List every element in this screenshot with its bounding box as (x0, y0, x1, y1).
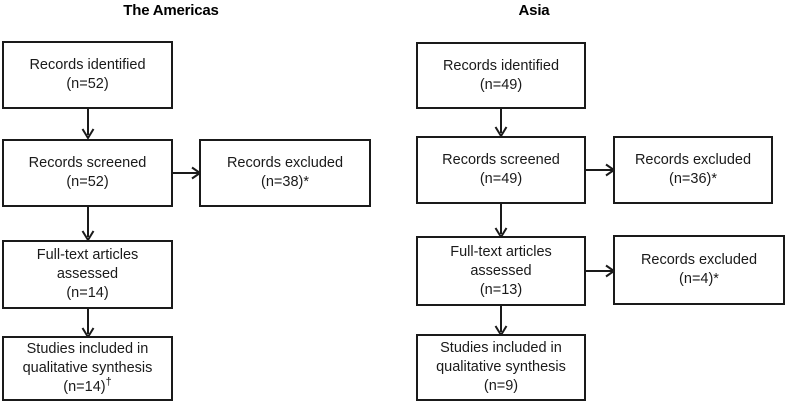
box-line: (n=49) (479, 171, 523, 187)
box-line: (n=9) (483, 378, 519, 394)
box-line: Records screened (442, 152, 560, 168)
box-line: (n=38)* (261, 174, 309, 190)
box-line: (n=4)* (679, 271, 719, 287)
column-title-asia: Asia (518, 2, 550, 19)
box-line: (n=49) (479, 76, 523, 93)
box-line: qualitative synthesis (436, 359, 566, 375)
box-line: Records excluded (640, 252, 758, 268)
box-americas-records-identified: Records identified (n=52) (2, 41, 173, 109)
arrow-down-asia-fulltext-to-included (492, 305, 510, 337)
arrow-down-americas-fulltext-to-included (79, 308, 97, 339)
box-line: assessed (56, 266, 119, 282)
box-line: Records excluded (226, 155, 344, 171)
box-line: Records screened (28, 155, 147, 171)
box-line: Records excluded (634, 152, 752, 168)
arrow-down-americas-identified-to-screened (79, 108, 97, 140)
box-asia-records-excluded-fulltext: Records excluded (n=4)* (613, 235, 785, 305)
box-asia-records-excluded-screening: Records excluded (n=36)* (613, 136, 773, 204)
box-line-with-note: (n=14)† (63, 376, 112, 397)
box-americas-records-excluded-screening: Records excluded (n=38)* (199, 139, 371, 207)
arrow-right-asia-fulltext-to-excluded (586, 262, 616, 280)
box-line: (n=52) (66, 76, 109, 92)
box-line: (n=13) (479, 281, 523, 298)
arrow-down-asia-identified-to-screened (492, 108, 510, 138)
box-asia-studies-included: Studies included in qualitative synthesi… (416, 334, 586, 401)
box-americas-records-screened: Records screened (n=52) (2, 139, 173, 207)
box-line: Records identified (442, 57, 560, 74)
box-line: (n=14) (66, 285, 109, 301)
box-line: Studies included in (26, 341, 149, 357)
box-line: qualitative synthesis (22, 360, 153, 376)
box-asia-full-text-assessed: Full-text articles assessed (n=13) (416, 236, 586, 306)
box-line: Studies included in (440, 340, 562, 356)
arrow-down-asia-screened-to-fulltext (492, 203, 510, 239)
box-americas-full-text-assessed: Full-text articles assessed (n=14) (2, 240, 173, 309)
box-line-text: (n=14) (63, 379, 106, 395)
box-americas-studies-included: Studies included in qualitative synthesi… (2, 336, 173, 401)
box-asia-records-screened: Records screened (n=49) (416, 136, 586, 204)
box-line: (n=36)* (669, 171, 717, 187)
box-asia-records-identified: Records identified (n=49) (416, 42, 586, 109)
footnote-marker-dagger: † (105, 376, 112, 389)
column-title-americas: The Americas (123, 2, 219, 19)
box-line: Full-text articles (36, 247, 139, 263)
box-line: (n=52) (66, 174, 109, 190)
box-line: Full-text articles (450, 243, 552, 260)
box-line: Records identified (29, 57, 146, 73)
arrow-down-americas-screened-to-fulltext (79, 206, 97, 242)
arrow-right-americas-screened-to-excluded (173, 164, 202, 182)
arrow-right-asia-screened-to-excluded (586, 161, 616, 179)
box-line: assessed (470, 262, 532, 279)
